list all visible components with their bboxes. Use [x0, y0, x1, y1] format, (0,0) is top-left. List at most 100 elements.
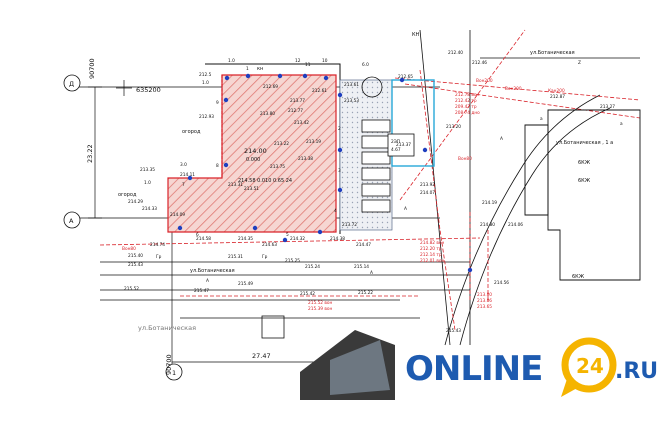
svg-text:а: а: [620, 122, 623, 127]
svg-text:А: А: [370, 270, 373, 276]
svg-text:3: 3: [338, 168, 341, 174]
svg-text:215.31: 215.31: [228, 254, 243, 260]
svg-text:7: 7: [182, 182, 185, 188]
svg-text:215.22: 215.22: [358, 290, 373, 296]
utility-lines: [99, 29, 641, 331]
svg-text:215.40: 215.40: [128, 253, 143, 259]
svg-text:213.80: 213.80: [477, 292, 492, 298]
black-elevations: 212.5 212.93 213.35 213.31 214.11 214.29…: [124, 50, 615, 334]
svg-text:1.0: 1.0: [228, 58, 235, 64]
svg-text:212.65: 212.65: [398, 74, 413, 80]
svg-text:213.75: 213.75: [270, 164, 285, 170]
svg-text:214.38: 214.38: [330, 236, 345, 242]
svg-text:214.35: 214.35: [238, 236, 253, 242]
dim-horizontal: 27.47: [252, 352, 271, 360]
svg-text:213.77: 213.77: [290, 98, 305, 104]
svg-text:Гр: Гр: [156, 254, 162, 260]
svg-text:212.69: 212.69: [263, 84, 278, 90]
coord-left-bottom: 90700: [165, 354, 173, 375]
svg-text:11: 11: [305, 62, 311, 68]
land-plot: [167, 74, 337, 233]
online24-logo: ONLINE 24 .RU: [405, 335, 667, 420]
coord-left: 90700: [88, 58, 96, 79]
svg-text:214.80: 214.80: [480, 222, 495, 228]
svg-text:1.0: 1.0: [144, 180, 151, 186]
dim-vertical: 23.22: [86, 144, 94, 163]
rect-2ep-sub: 4.67: [391, 147, 401, 153]
svg-text:213.31: 213.31: [228, 182, 243, 188]
round-structure: [361, 76, 383, 98]
brand-badge-text: 24: [576, 354, 604, 378]
svg-text:215.43: 215.43: [128, 262, 143, 268]
svg-text:5: 5: [286, 232, 289, 238]
svg-text:8: 8: [216, 163, 219, 169]
svg-text:Вон80: Вон80: [458, 156, 472, 162]
right-building-block: [524, 109, 641, 281]
svg-text:А: А: [404, 206, 407, 212]
svg-text:215.25: 215.25: [285, 258, 300, 264]
svg-text:214.11: 214.11: [180, 172, 195, 178]
street-lower: ул.Ботаническая: [138, 324, 196, 332]
ogorod-label-2: огород: [118, 192, 137, 198]
road-letters: Гр Гр А А А А а а Z: [156, 60, 623, 284]
svg-text:215.14: 215.14: [354, 264, 369, 270]
street-top-right: ул.Ботаническая: [530, 50, 575, 56]
svg-text:215.52 вон: 215.52 вон: [308, 300, 333, 306]
roads: [100, 29, 640, 346]
svg-text:215.42: 215.42: [300, 291, 315, 297]
axis-bubble-a: [63, 211, 81, 229]
svg-text:Вон200: Вон200: [476, 78, 493, 84]
svg-text:215.39 вон: 215.39 вон: [308, 306, 333, 312]
svg-text:1: 1: [246, 66, 249, 72]
elevation-main: 214.00: [244, 147, 267, 155]
svg-text:212.40: 212.40: [448, 50, 463, 56]
street-middle: ул.Ботаническая: [190, 268, 235, 274]
svg-text:6: 6: [196, 232, 199, 238]
svg-text:214.29: 214.29: [128, 199, 143, 205]
axis-d-label: Д: [69, 80, 74, 88]
brand-24-badge-icon: 24: [561, 337, 617, 397]
svg-text:4: 4: [334, 208, 337, 214]
svg-text:214.82 вон: 214.82 вон: [420, 240, 445, 246]
street-right-block: ул.Ботаническая , 1 а: [556, 140, 613, 146]
small-rect-2ep: [387, 133, 415, 157]
svg-text:а: а: [540, 117, 543, 122]
cadastre-label: 214.58 0.010 0.65 24: [238, 178, 292, 184]
svg-text:10: 10: [322, 58, 328, 64]
axis-a-label: А: [69, 217, 74, 225]
svg-text:213.80: 213.80: [260, 111, 275, 117]
svg-text:214.09: 214.09: [170, 212, 185, 218]
svg-text:214.74: 214.74: [150, 242, 165, 248]
svg-text:А: А: [500, 136, 503, 142]
svg-text:9: 9: [216, 100, 219, 106]
svg-text:213.37: 213.37: [396, 142, 411, 148]
blue-outline-zone: [391, 79, 435, 167]
ogorod-label-1: огород: [182, 129, 201, 135]
svg-text:1.0: 1.0: [202, 80, 209, 86]
svg-text:214.63: 214.63: [262, 242, 277, 248]
svg-text:212.78 вон: 212.78 вон: [455, 92, 480, 98]
svg-text:213.20: 213.20: [446, 124, 461, 130]
brand-name: ONLINE: [405, 349, 543, 389]
svg-text:214.06: 214.06: [508, 222, 523, 228]
svg-text:Гр: Гр: [262, 254, 268, 260]
svg-text:214.32: 214.32: [290, 236, 305, 242]
rect-2ep-label: 2ЭП: [391, 139, 400, 145]
elevation-sub: 0.000: [246, 157, 260, 163]
axis-bubble-1-bottom: [165, 363, 183, 381]
small-dimension-numbers: 12 11 10 9 8 7 6 5 4 3 2 1 6.0 1.0 1.0 1…: [144, 58, 369, 238]
svg-text:212.93: 212.93: [199, 114, 214, 120]
svg-text:213.61: 213.61: [344, 82, 359, 88]
axis-bubble-d: [63, 74, 81, 92]
svg-text:212.77: 212.77: [288, 108, 303, 114]
svg-text:Вон200: Вон200: [505, 86, 522, 92]
svg-text:213.65: 213.65: [477, 304, 492, 310]
red-utility-labels: 212.78 вон 212.42 тр 209.47 тр 208.74 дн…: [122, 78, 565, 312]
svg-text:214.07: 214.07: [420, 190, 435, 196]
svg-text:212.01 вон: 212.01 вон: [420, 258, 445, 264]
svg-text:212.5: 212.5: [199, 72, 212, 78]
svg-text:213.42: 213.42: [294, 120, 309, 126]
svg-text:213.19: 213.19: [306, 139, 321, 145]
